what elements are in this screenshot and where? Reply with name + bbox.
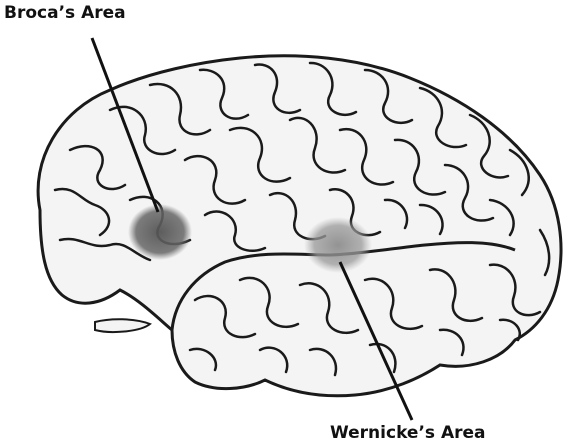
broca-area-label: Broca’s Area — [4, 3, 126, 23]
wernicke-region — [304, 217, 372, 273]
broca-region — [128, 204, 192, 260]
olfactory-bulb — [95, 319, 150, 332]
wernicke-area-label: Wernicke’s Area — [330, 423, 485, 443]
